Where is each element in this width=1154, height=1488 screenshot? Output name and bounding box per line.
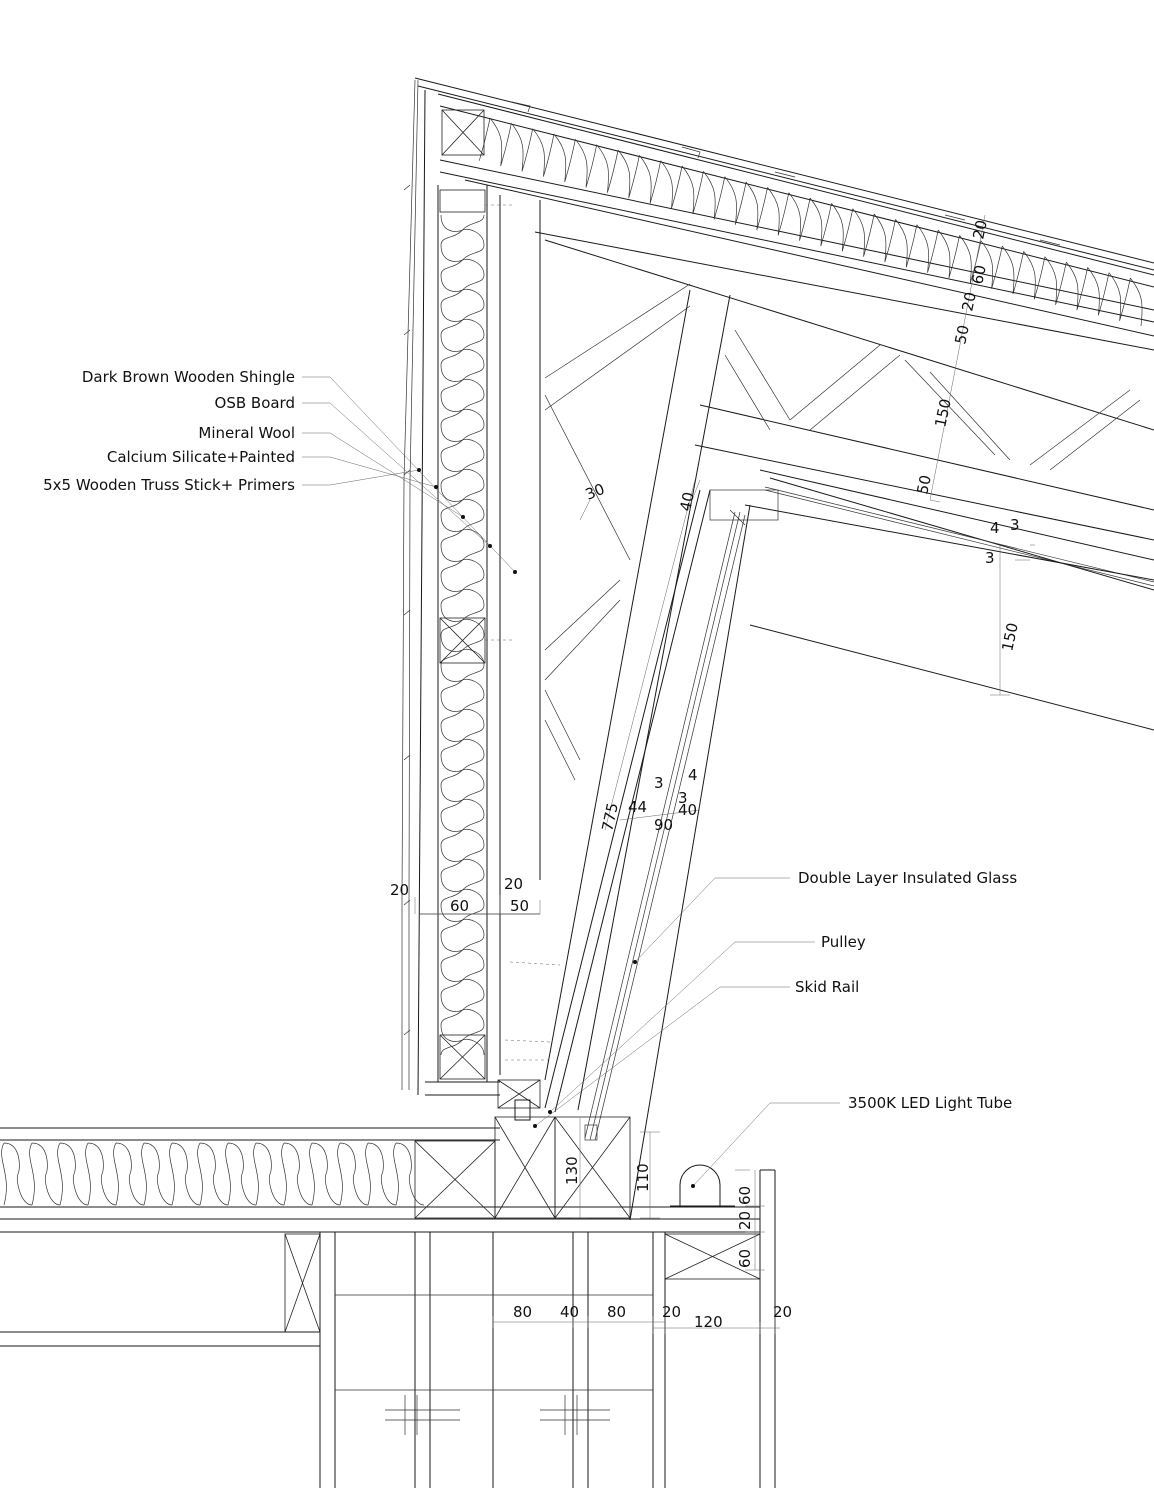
- sloped-window: [544, 289, 779, 1221]
- dim-roof-20b: 20: [958, 290, 980, 312]
- dim-eave-60b: 60: [736, 1249, 754, 1268]
- dim-110: 110: [634, 1163, 652, 1192]
- dim-bottom-40: 40: [560, 1303, 579, 1321]
- dimension-values: 20 60 20 50 150 50 30 40 4 3 3 150 775 3…: [390, 218, 1022, 1331]
- dim-4: 4: [990, 519, 1000, 537]
- dim-roof-60: 60: [968, 263, 990, 285]
- dim-130: 130: [563, 1156, 581, 1185]
- wall-assembly: [401, 79, 561, 1096]
- dim-40b: 40: [678, 801, 697, 819]
- dim-150: 150: [998, 621, 1022, 653]
- label-calcium-silicate: Calcium Silicate+Painted: [107, 448, 295, 466]
- dim-eave-60: 60: [736, 1186, 754, 1205]
- dimension-lines: [414, 214, 1035, 1334]
- dim-3d: 3: [678, 789, 688, 807]
- dim-3c: 3: [654, 774, 664, 792]
- dim-bottom-80b: 80: [607, 1303, 626, 1321]
- dim-40: 40: [676, 490, 698, 512]
- dim-bottom-120: 120: [694, 1313, 723, 1331]
- dim-bottom-20: 20: [662, 1303, 681, 1321]
- label-mineral-wool: Mineral Wool: [198, 424, 295, 442]
- label-skid-rail: Skid Rail: [795, 978, 859, 996]
- label-osb: OSB Board: [215, 394, 295, 412]
- dim-roof-20: 20: [969, 218, 991, 240]
- label-led-tube: 3500K LED Light Tube: [848, 1094, 1012, 1112]
- dim-775: 775: [598, 801, 622, 833]
- dim-bottom-80: 80: [513, 1303, 532, 1321]
- floor-assembly: [0, 1079, 776, 1488]
- roof-assembly: [414, 77, 1154, 781]
- dim-roof-50b: 50: [913, 473, 935, 495]
- dim-wall-60: 60: [450, 897, 469, 915]
- material-labels: Dark Brown Wooden Shingle OSB Board Mine…: [43, 368, 1017, 1112]
- dim-eave-20: 20: [736, 1211, 754, 1230]
- dim-4b: 4: [688, 766, 698, 784]
- dim-90: 90: [654, 816, 673, 834]
- label-glass: Double Layer Insulated Glass: [798, 869, 1017, 887]
- dim-44: 44: [628, 798, 647, 816]
- dim-3: 3: [1010, 516, 1020, 534]
- label-shingle: Dark Brown Wooden Shingle: [82, 368, 295, 386]
- dim-3b: 3: [985, 549, 995, 567]
- dim-30: 30: [583, 480, 607, 504]
- dim-roof-50: 50: [951, 323, 973, 345]
- dim-bottom-20b: 20: [773, 1303, 792, 1321]
- dim-wall-20b: 20: [504, 875, 523, 893]
- callout-leaders: [302, 376, 840, 1188]
- label-pulley: Pulley: [821, 933, 866, 951]
- dim-wall-20: 20: [390, 881, 409, 899]
- label-truss-stick: 5x5 Wooden Truss Stick+ Primers: [43, 476, 295, 494]
- dim-wall-50: 50: [510, 897, 529, 915]
- dim-roof-150: 150: [931, 397, 955, 429]
